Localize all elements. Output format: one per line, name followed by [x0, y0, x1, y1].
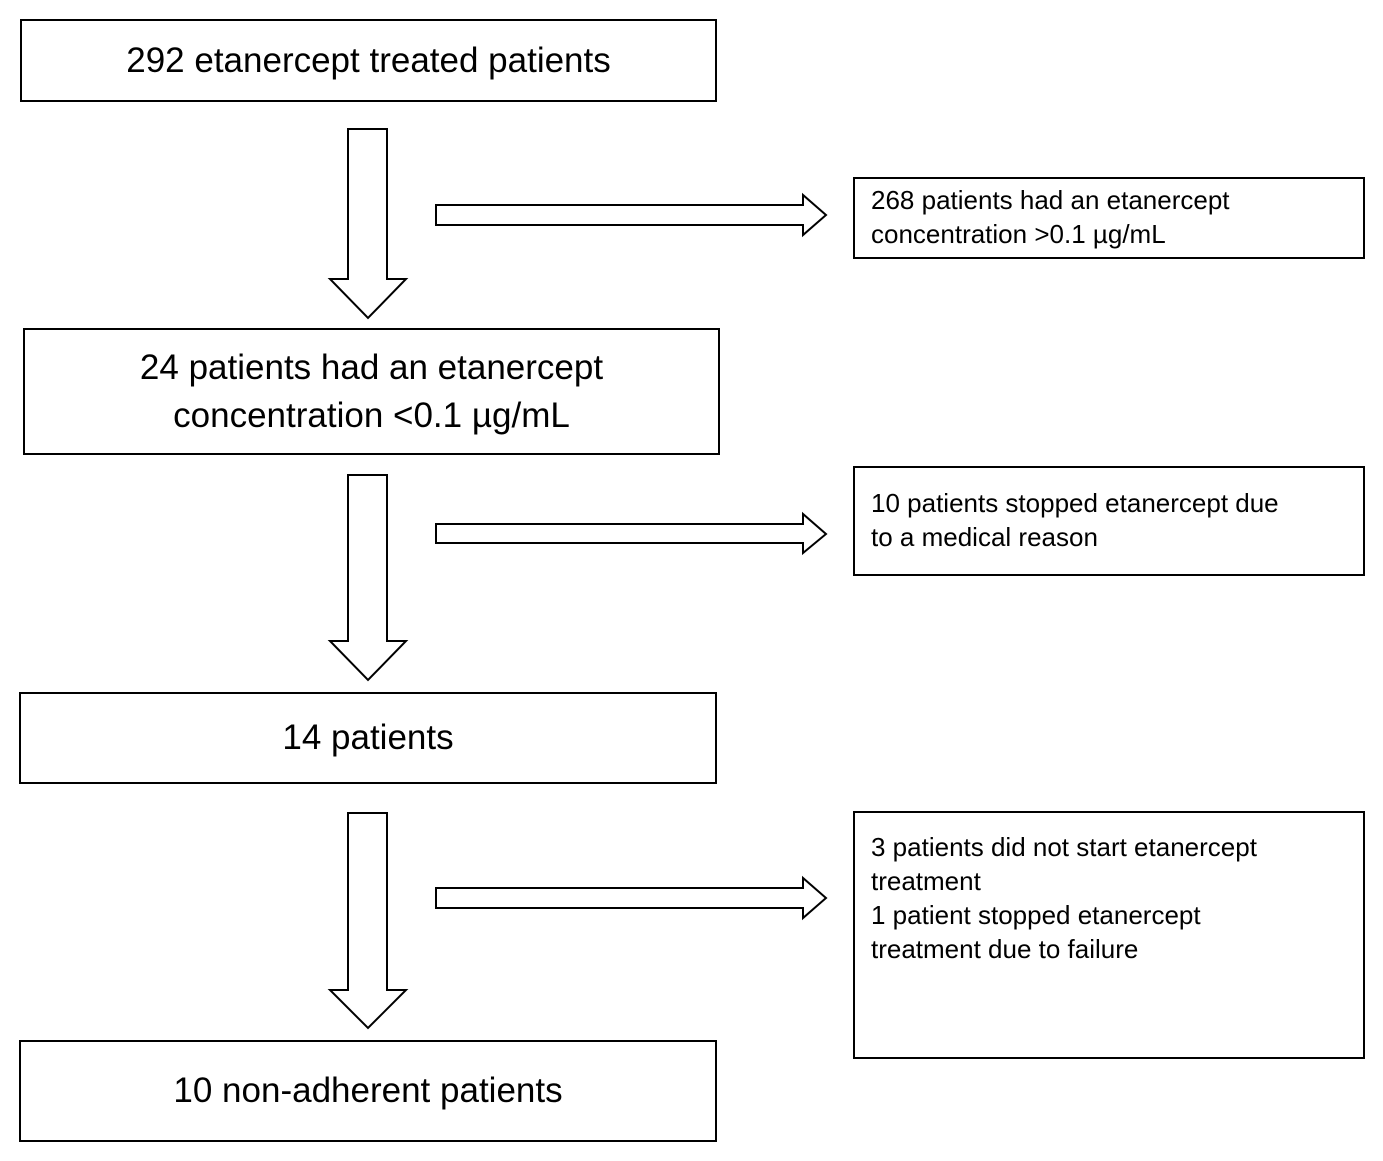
flow-box-low-concentration-text: 24 patients had an etanercept concentrat… [140, 344, 603, 440]
flow-box-low-concentration-line-2: concentration <0.1 µg/mL [173, 395, 570, 435]
right-arrow-2 [435, 511, 828, 556]
right-arrow-3 [435, 875, 828, 921]
flow-box-low-concentration: 24 patients had an etanercept concentrat… [23, 328, 720, 455]
exclusion-box-not-started-line-1: 3 patients did not start etanercept [871, 832, 1257, 862]
right-arrow-1 [435, 192, 828, 238]
exclusion-box-failure-line-1: 1 patient stopped etanercept [871, 900, 1201, 930]
exclusion-box-high-concentration-line-2: concentration >0.1 µg/mL [871, 219, 1166, 249]
down-arrow-1 [327, 128, 409, 320]
exclusion-box-medical-reason-line-2: to a medical reason [871, 522, 1098, 552]
flow-box-treated-patients: 292 etanercept treated patients [20, 19, 717, 102]
exclusion-box-failure-line-2: treatment due to failure [871, 934, 1139, 964]
exclusion-box-high-concentration-line-1: 268 patients had an etanercept [871, 185, 1230, 215]
flow-box-non-adherent-text: 10 non-adherent patients [173, 1071, 563, 1110]
exclusion-box-high-concentration: 268 patients had an etanercept concentra… [853, 177, 1365, 259]
flow-box-remaining-patients-text: 14 patients [282, 718, 454, 757]
exclusion-box-not-started-line-2: treatment [871, 866, 981, 896]
flow-box-non-adherent: 10 non-adherent patients [19, 1040, 717, 1142]
exclusion-box-medical-reason-line-1: 10 patients stopped etanercept due [871, 488, 1279, 518]
exclusion-box-medical-reason: 10 patients stopped etanercept due to a … [853, 466, 1365, 576]
flow-box-low-concentration-line-1: 24 patients had an etanercept [139, 347, 604, 387]
exclusion-box-not-started-or-failed: 3 patients did not start etanercept trea… [853, 811, 1365, 1059]
flow-box-remaining-patients: 14 patients [19, 692, 717, 784]
down-arrow-2 [327, 474, 409, 682]
flow-box-treated-patients-text: 292 etanercept treated patients [126, 40, 611, 80]
down-arrow-3 [327, 812, 409, 1030]
